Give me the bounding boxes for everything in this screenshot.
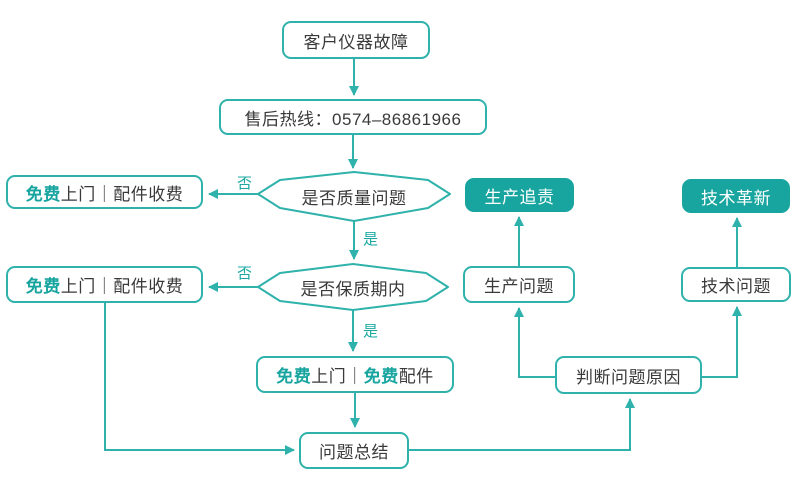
decision-warranty-shape xyxy=(257,263,449,311)
node-production-accountability-label: 生产追责 xyxy=(484,187,555,207)
edge-judge-technical xyxy=(702,306,742,378)
node-aftersales-hotline-label: 售后热线：0574–86861966 xyxy=(244,109,462,129)
node-customer-instrument-failure: 客户仪器故障 xyxy=(282,21,430,59)
decision-quality-label: 是否质量问题 xyxy=(301,189,407,208)
node-problem-summary: 问题总结 xyxy=(299,432,409,469)
node-customer-instrument-failure-label: 客户仪器故障 xyxy=(303,32,409,52)
paid-parts-text: 上门｜配件收费 xyxy=(60,277,184,296)
node-free-onsite-paid-parts-bottom: 免费上门｜配件收费 xyxy=(6,266,203,303)
edge-label-yes-warranty: 是 xyxy=(363,323,379,340)
node-free-onsite-free-parts: 免费上门｜免费配件 xyxy=(256,356,454,393)
free-highlight: 免费 xyxy=(276,367,312,386)
edge-label-no-quality: 否 xyxy=(237,175,253,192)
node-technical-issue: 技术问题 xyxy=(681,267,791,302)
edge-paidparts-summary xyxy=(104,303,295,455)
parts-text: 配件 xyxy=(398,367,434,386)
node-free-onsite-paid-parts-top: 免费上门｜配件收费 xyxy=(6,175,203,209)
node-judge-cause: 判断问题原因 xyxy=(555,356,702,394)
node-judge-cause-label: 判断问题原因 xyxy=(576,367,681,387)
paid-parts-text: 上门｜配件收费 xyxy=(60,184,184,204)
free-highlight: 免费 xyxy=(363,367,399,386)
node-technical-issue-label: 技术问题 xyxy=(701,277,771,296)
node-production-issue-label: 生产问题 xyxy=(484,277,554,296)
decision-quality-shape xyxy=(257,171,451,222)
node-aftersales-hotline: 售后热线：0574–86861966 xyxy=(219,99,487,135)
node-technical-innovation-label: 技术革新 xyxy=(701,188,771,208)
node-technical-innovation: 技术革新 xyxy=(682,179,790,213)
edge-judge-production xyxy=(514,307,555,378)
edge-summary-judge xyxy=(409,398,635,451)
node-problem-summary-label: 问题总结 xyxy=(319,443,389,462)
decision-warranty-label: 是否保质期内 xyxy=(300,279,406,299)
node-production-accountability: 生产追责 xyxy=(465,178,574,212)
edge-label-yes-quality: 是 xyxy=(363,231,379,248)
free-highlight: 免费 xyxy=(25,184,61,204)
edge-label-no-warranty: 否 xyxy=(237,265,253,282)
node-production-issue: 生产问题 xyxy=(463,266,575,303)
onsite-text: 上门｜ xyxy=(311,367,364,386)
free-highlight: 免费 xyxy=(25,277,61,296)
